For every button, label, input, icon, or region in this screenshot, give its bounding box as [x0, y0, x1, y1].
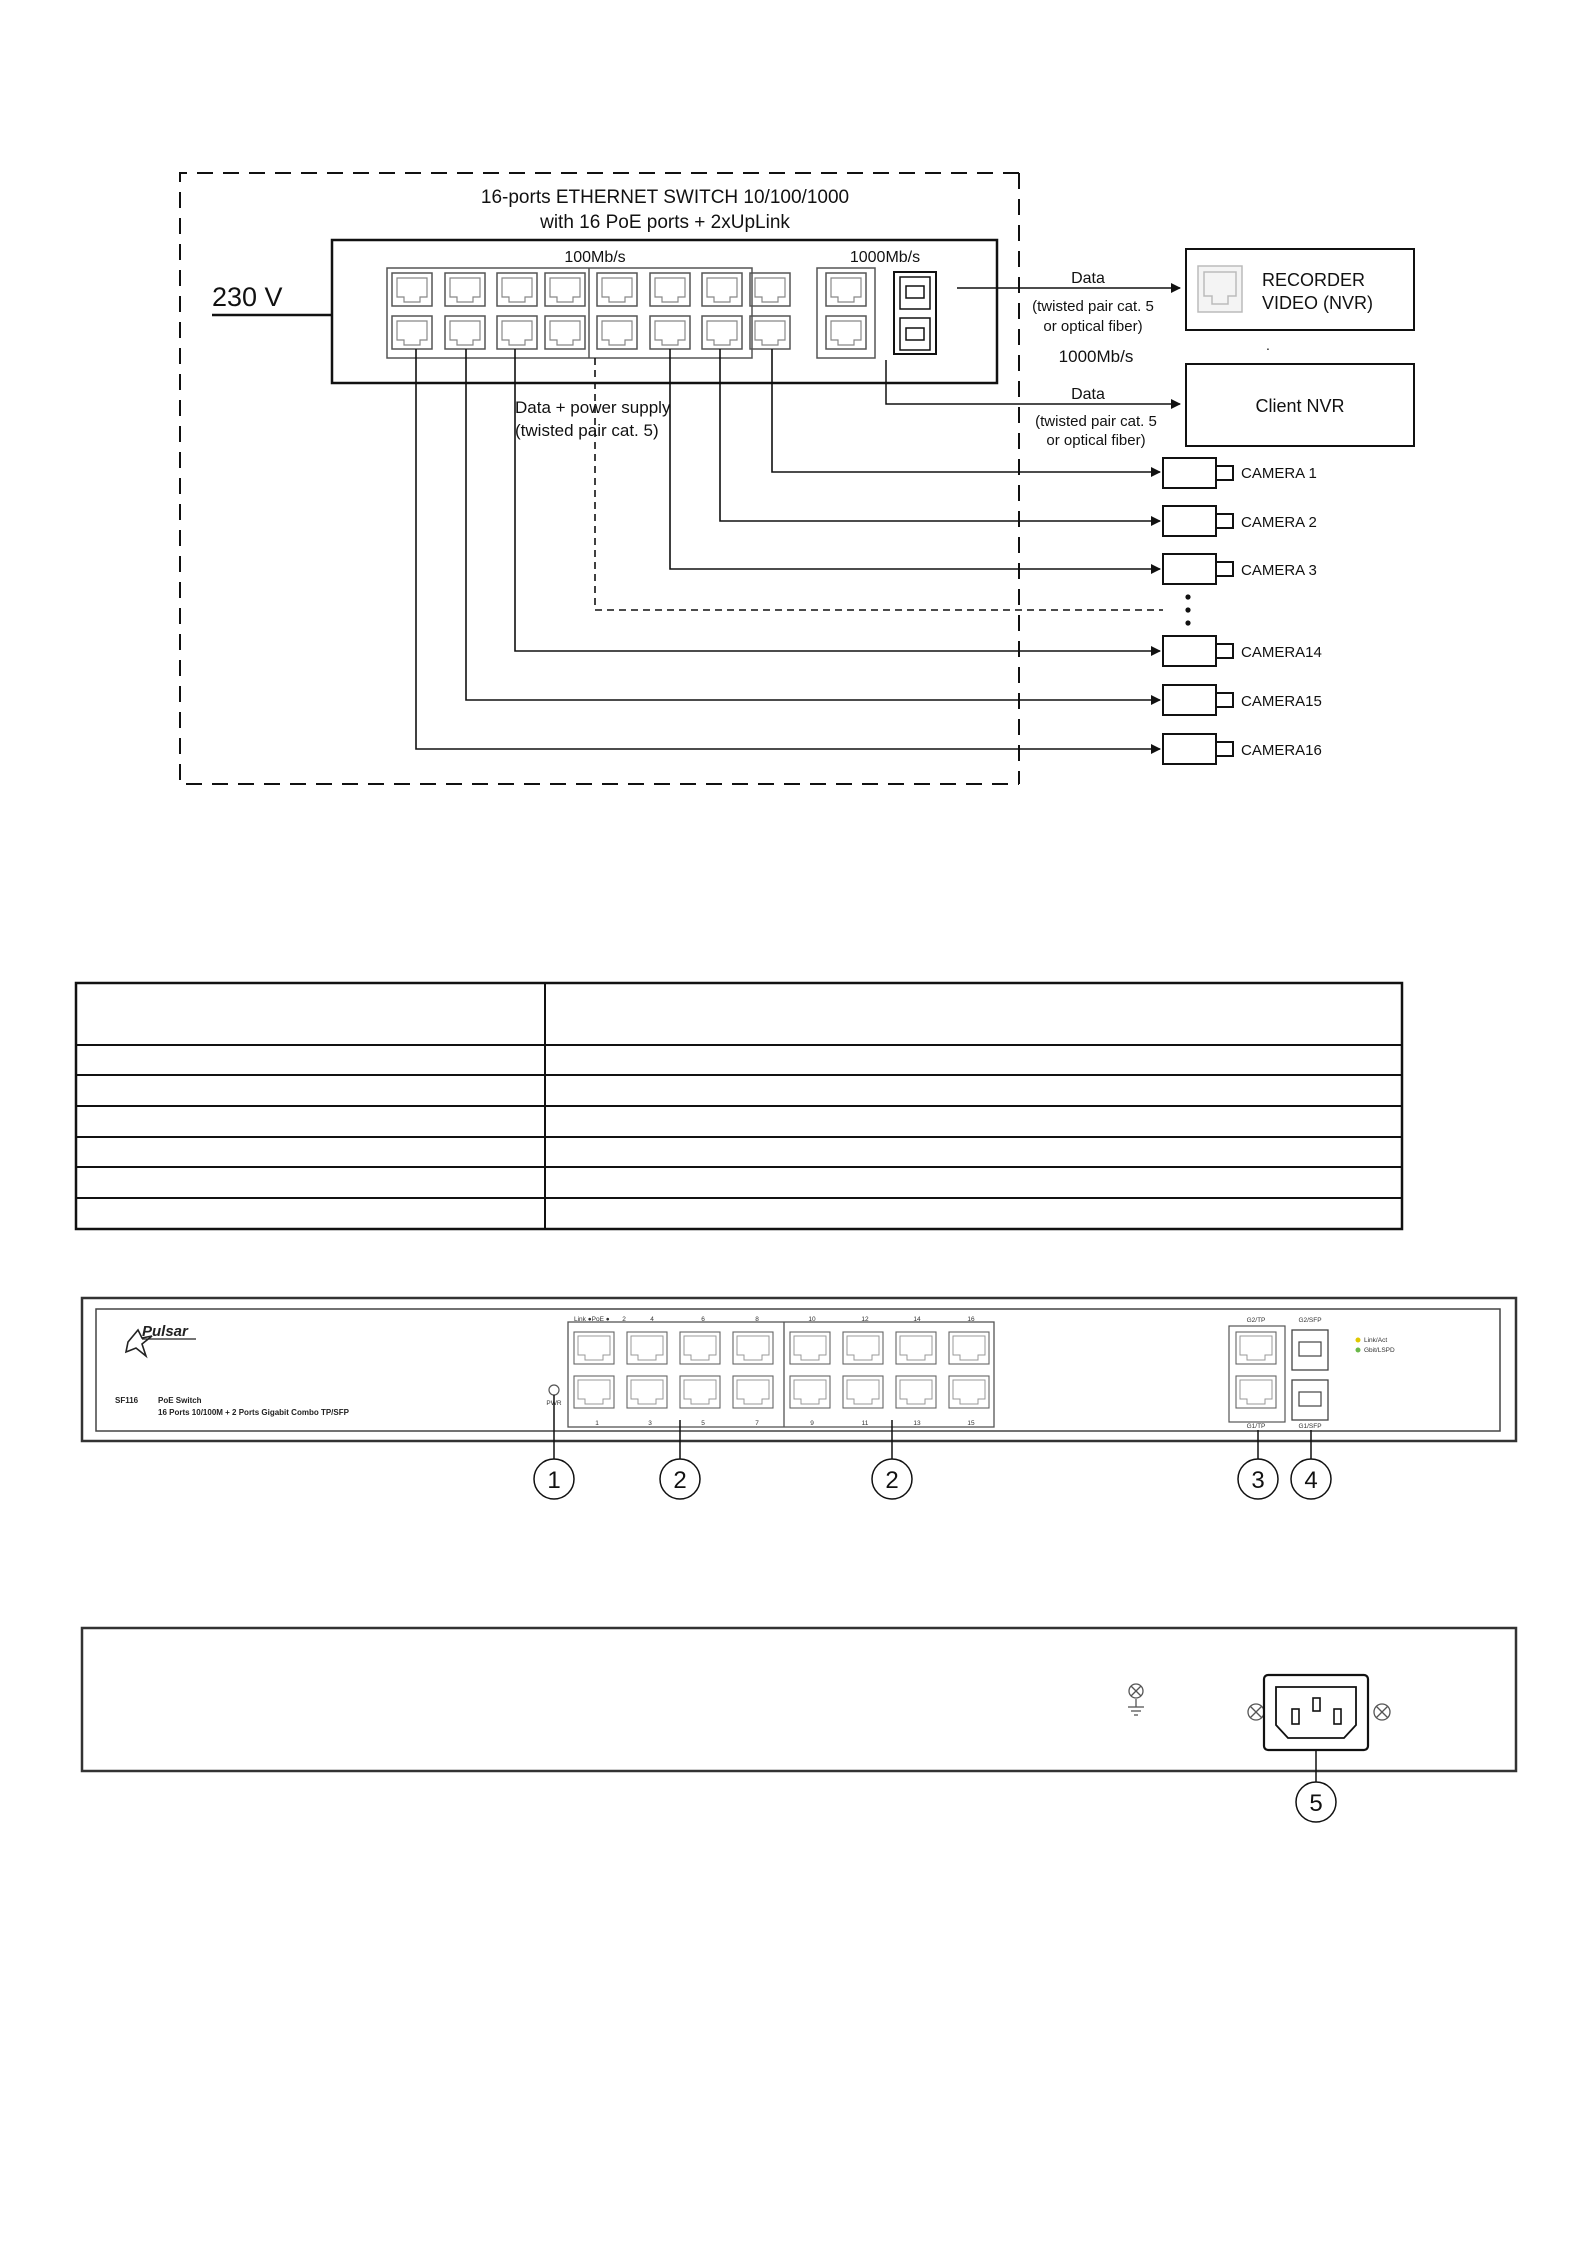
mount-screw-right-icon: [1373, 1703, 1391, 1721]
camera-14-label: CAMERA14: [1241, 644, 1322, 661]
camera-2: CAMERA 2: [1162, 505, 1317, 537]
switch-body: [330, 238, 999, 385]
rear-panel: 5: [80, 1626, 1518, 1823]
port-num-2: 2: [622, 1316, 626, 1323]
port-num-14: 14: [913, 1316, 921, 1323]
brand-name: Pulsar: [142, 1323, 189, 1340]
camera-14: CAMERA14: [1162, 635, 1322, 667]
voltage-label: 230 V: [212, 282, 283, 312]
port-num-11: 11: [862, 1420, 869, 1427]
switch-title-line1: 16-ports ETHERNET SWITCH 10/100/1000: [481, 187, 849, 208]
empty-table: [74, 981, 1404, 1231]
model-label: SF116: [115, 1396, 139, 1405]
camera-cables: [415, 349, 1161, 754]
callout-5: 5: [1309, 1790, 1322, 1817]
legend-1-dot: [1355, 1337, 1361, 1343]
speed-1000-label: 1000Mb/s: [850, 249, 920, 266]
legend-2-label: Gbit/LSPD: [1364, 1347, 1395, 1354]
g2tp-label: G2/TP: [1247, 1317, 1266, 1324]
stray-dot: .: [1266, 337, 1270, 353]
client-nvr-box: Client NVR: [1185, 363, 1415, 447]
callout-3: 3: [1251, 1467, 1264, 1494]
legend-1-label: Link/Act: [1364, 1337, 1387, 1344]
switch-title-line2: with 16 PoE ports + 2xUpLink: [539, 212, 790, 233]
client-nvr-label: Client NVR: [1255, 396, 1344, 416]
callout-1: 1: [547, 1467, 560, 1494]
camera-3: CAMERA 3: [1162, 553, 1317, 585]
recorder-box: RECORDER VIDEO (NVR): [1185, 248, 1415, 331]
uplink-speed-label: 1000Mb/s: [1059, 347, 1134, 366]
callout-5-circle: [1295, 1781, 1337, 1823]
port-num-9: 9: [810, 1420, 814, 1427]
port-header-mark: Link ●PoE ●: [574, 1316, 610, 1323]
port-num-5: 5: [701, 1420, 705, 1427]
port-num-7: 7: [755, 1420, 759, 1427]
ellipsis-dots: [1185, 594, 1191, 626]
g1sfp-label: G1/SFP: [1298, 1423, 1321, 1430]
camera-3-label: CAMERA 3: [1241, 562, 1317, 579]
callout-2b: 2: [885, 1467, 898, 1494]
front-callouts: [533, 1395, 1332, 1500]
recorder-line1: RECORDER: [1262, 270, 1365, 290]
cable-note-1a: (twisted pair cat. 5: [1032, 298, 1154, 315]
camera-1-label: CAMERA 1: [1241, 465, 1317, 482]
port-num-1: 1: [595, 1420, 599, 1427]
camera-15: CAMERA15: [1162, 684, 1322, 716]
front-port-block: Link ●PoE ● 2 4 6 8 10 12 14 16 1 3 5 7 …: [567, 1316, 995, 1428]
data-label-2: Data: [1071, 386, 1105, 403]
network-diagram: 16-ports ETHERNET SWITCH 10/100/1000 wit…: [179, 172, 1415, 785]
poe-port-group: [386, 267, 791, 359]
camera-16-label: CAMERA16: [1241, 742, 1322, 759]
camera-2-label: CAMERA 2: [1241, 514, 1317, 531]
camera-16: CAMERA16: [1162, 733, 1322, 765]
recorder-port-icon: [1197, 265, 1243, 313]
pulsar-logo: Pulsar: [124, 1323, 196, 1359]
legend-2-dot: [1355, 1347, 1361, 1353]
cable-note-1b: or optical fiber): [1043, 318, 1142, 335]
data-label-1: Data: [1071, 270, 1105, 287]
poe-label-line2: (twisted pair cat. 5): [515, 421, 659, 440]
port-num-8: 8: [755, 1316, 759, 1323]
port-num-3: 3: [648, 1420, 652, 1427]
speed-100-label: 100Mb/s: [564, 249, 625, 266]
port-num-15: 15: [967, 1420, 975, 1427]
uplink-to-client: [885, 360, 1181, 409]
g2sfp-label: G2/SFP: [1298, 1317, 1321, 1324]
product-label: PoE Switch: [158, 1396, 202, 1405]
port-num-12: 12: [861, 1316, 869, 1323]
camera-15-label: CAMERA15: [1241, 693, 1322, 710]
port-num-16: 16: [967, 1316, 975, 1323]
g1tp-label: G1/TP: [1247, 1423, 1266, 1430]
port-num-13: 13: [913, 1420, 921, 1427]
dashed-route: [594, 358, 1163, 611]
poe-label-line1: Data + power supply: [515, 398, 671, 417]
camera-1: CAMERA 1: [1162, 457, 1317, 489]
callout-2a: 2: [673, 1467, 686, 1494]
port-num-4: 4: [650, 1316, 654, 1323]
recorder-line2: VIDEO (NVR): [1262, 293, 1373, 313]
gigabit-ports: G2/TP G2/SFP G1/TP G1/SFP Link/Act Gbit/…: [1228, 1317, 1395, 1430]
description-label: 16 Ports 10/100M + 2 Ports Gigabit Combo…: [158, 1408, 350, 1417]
uplink-port-group: [816, 267, 937, 359]
port-num-6: 6: [701, 1316, 705, 1323]
callout-4: 4: [1304, 1467, 1317, 1494]
ground-screw-icon: [1128, 1683, 1144, 1716]
cable-note-2a: (twisted pair cat. 5: [1035, 413, 1157, 430]
dashed-enclosure: [179, 172, 1019, 785]
cable-note-2b: or optical fiber): [1046, 432, 1145, 449]
front-panel: Pulsar SF116 PoE Switch 16 Ports 10/100M…: [80, 1296, 1518, 1500]
port-num-10: 10: [808, 1316, 816, 1323]
